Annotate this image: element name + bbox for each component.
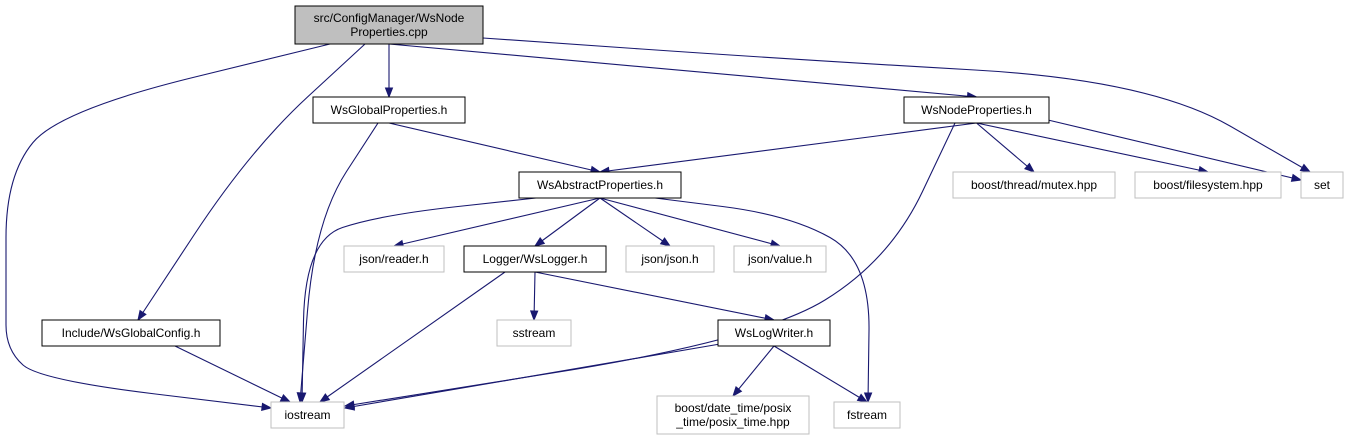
edge-wsglobalconfig-to-iostream (174, 345, 291, 403)
edge-wsabstractprops-to-jsonjson (599, 197, 671, 247)
node-wsglobalprops[interactable]: WsGlobalProperties.h (312, 96, 466, 124)
edge-wsnodeprops-to-boostfs (976, 122, 1209, 173)
node-set: set (1300, 171, 1344, 199)
node-wsglobalconfig-label: Include/WsGlobalConfig.h (62, 326, 201, 340)
edge-root-to-set (482, 37, 1311, 173)
node-jsonreader-box (343, 245, 445, 273)
node-boostposix-label: boost/date_time/posix (675, 401, 792, 415)
edge-wsglobalconfig-to-iostream-arrowhead (279, 394, 292, 403)
node-iostream-box (270, 401, 345, 429)
node-root-label: src/ConfigManager/WsNode (314, 11, 465, 25)
node-wsabstractprops-label: WsAbstractProperties.h (537, 178, 663, 192)
node-jsonvalue-box (733, 245, 827, 273)
node-wsglobalconfig[interactable]: Include/WsGlobalConfig.h (41, 319, 221, 347)
node-fstream-box (833, 401, 901, 429)
node-wslogger[interactable]: Logger/WsLogger.h (463, 245, 607, 273)
node-wsglobalprops-label: WsGlobalProperties.h (331, 103, 448, 117)
edge-wslogwriter-to-boostposix-arrowhead (732, 385, 743, 398)
node-boostmutex: boost/thread/mutex.hpp (952, 171, 1116, 199)
node-jsonreader: json/reader.h (343, 245, 445, 273)
node-boostmutex-box (952, 171, 1116, 199)
edge-wslogwriter-to-fstream-arrowhead (856, 393, 869, 403)
node-wslogwriter-label: WsLogWriter.h (735, 326, 813, 340)
edge-wsabstractprops-to-fstream (654, 197, 870, 403)
node-boostfs: boost/filesystem.hpp (1134, 171, 1282, 199)
node-wsnodeprops[interactable]: WsNodeProperties.h (903, 96, 1050, 124)
edge-wslogger-to-iostream-arrowhead (318, 393, 331, 403)
edge-wsnodeprops-to-wsabstractprops (599, 122, 977, 173)
edge-wslogger-to-wslogwriter (534, 271, 775, 321)
node-wslogwriter[interactable]: WsLogWriter.h (717, 319, 831, 347)
node-sstream-box (496, 319, 572, 347)
node-iostream: iostream (270, 401, 345, 429)
edge-wsabstractprops-to-iostream (301, 197, 537, 403)
node-boostposix-label: _time/posix_time.hpp (675, 415, 790, 429)
node-boostfs-box (1134, 171, 1282, 199)
node-wslogwriter-box (717, 319, 831, 347)
edge-root-to-wsnodeprops (388, 43, 977, 98)
edge-wsabstractprops-to-jsonreader (393, 197, 601, 247)
edge-wsabstractprops-to-iostream-arrowhead (297, 392, 307, 404)
node-sstream: sstream (496, 319, 572, 347)
edge-wslogger-to-sstream-arrowhead (529, 310, 539, 322)
node-jsonvalue: json/value.h (733, 245, 827, 273)
node-wslogger-box (463, 245, 607, 273)
node-sstream-label: sstream (513, 326, 556, 340)
node-boostposix-box (656, 395, 810, 435)
nodes-layer: src/ConfigManager/WsNodeProperties.cppWs… (41, 5, 1344, 435)
edge-wsabstractprops-to-jsonjson-arrowhead (659, 237, 672, 247)
node-root-box (294, 5, 484, 45)
node-jsonvalue-label: json/value.h (747, 252, 812, 266)
edge-wsnodeprops-to-iostream (344, 122, 956, 407)
edge-wsabstractprops-to-fstream-arrowhead (863, 392, 873, 404)
edge-root-to-set-arrowhead (1299, 163, 1312, 173)
edge-wsnodeprops-to-boostmutex (976, 122, 1035, 173)
edge-wsnodeprops-to-set-arrowhead (1290, 173, 1303, 182)
node-wsabstractprops-box (518, 171, 682, 199)
edges-layer (5, 37, 1312, 412)
node-fstream: fstream (833, 401, 901, 429)
edge-wsabstractprops-to-wslogger-arrowhead (533, 236, 546, 247)
edge-wslogwriter-to-iostream-arrowhead (343, 402, 356, 411)
node-wsnodeprops-box (903, 96, 1050, 124)
node-boostposix: boost/date_time/posix_time/posix_time.hp… (656, 395, 810, 435)
edge-wslogwriter-to-iostream (344, 343, 721, 409)
edge-wsabstractprops-to-wslogger (534, 197, 601, 247)
node-wsnodeprops-label: WsNodeProperties.h (921, 103, 1032, 117)
edge-wsnodeprops-to-boostmutex-arrowhead (1024, 162, 1036, 173)
edge-wslogwriter-to-boostposix (732, 345, 775, 397)
node-wsglobalconfig-box (41, 319, 221, 347)
node-boostfs-label: boost/filesystem.hpp (1153, 178, 1263, 192)
edge-wsglobalprops-to-wsabstractprops (388, 122, 601, 173)
edge-root-to-wsglobalprops-arrowhead (384, 87, 394, 99)
node-fstream-label: fstream (847, 408, 887, 422)
edge-wsglobalprops-to-iostream (299, 122, 379, 403)
node-jsonjson: json/json.h (625, 245, 715, 273)
node-set-label: set (1314, 178, 1331, 192)
node-root-label: Properties.cpp (350, 25, 428, 39)
edge-wslogger-to-iostream (319, 271, 506, 403)
edge-wsnodeprops-to-set (1047, 119, 1302, 181)
edge-wsabstractprops-to-jsonvalue (599, 197, 781, 247)
node-wsabstractprops[interactable]: WsAbstractProperties.h (518, 171, 682, 199)
node-root[interactable]: src/ConfigManager/WsNodeProperties.cpp (294, 5, 484, 45)
node-set-box (1300, 171, 1344, 199)
node-jsonjson-box (625, 245, 715, 273)
edge-wslogwriter-to-fstream (773, 345, 868, 403)
edge-root-to-iostream-arrowhead (261, 402, 273, 412)
node-jsonjson-label: json/json.h (640, 252, 698, 266)
edge-root-to-wsglobalconfig-arrowhead (137, 309, 147, 322)
node-boostmutex-label: boost/thread/mutex.hpp (971, 178, 1097, 192)
node-iostream-label: iostream (284, 408, 330, 422)
edge-root-to-iostream (5, 43, 331, 409)
node-wsglobalprops-box (312, 96, 466, 124)
node-jsonreader-label: json/reader.h (358, 252, 428, 266)
edge-root-to-wsglobalconfig (137, 43, 366, 321)
node-wslogger-label: Logger/WsLogger.h (483, 252, 588, 266)
